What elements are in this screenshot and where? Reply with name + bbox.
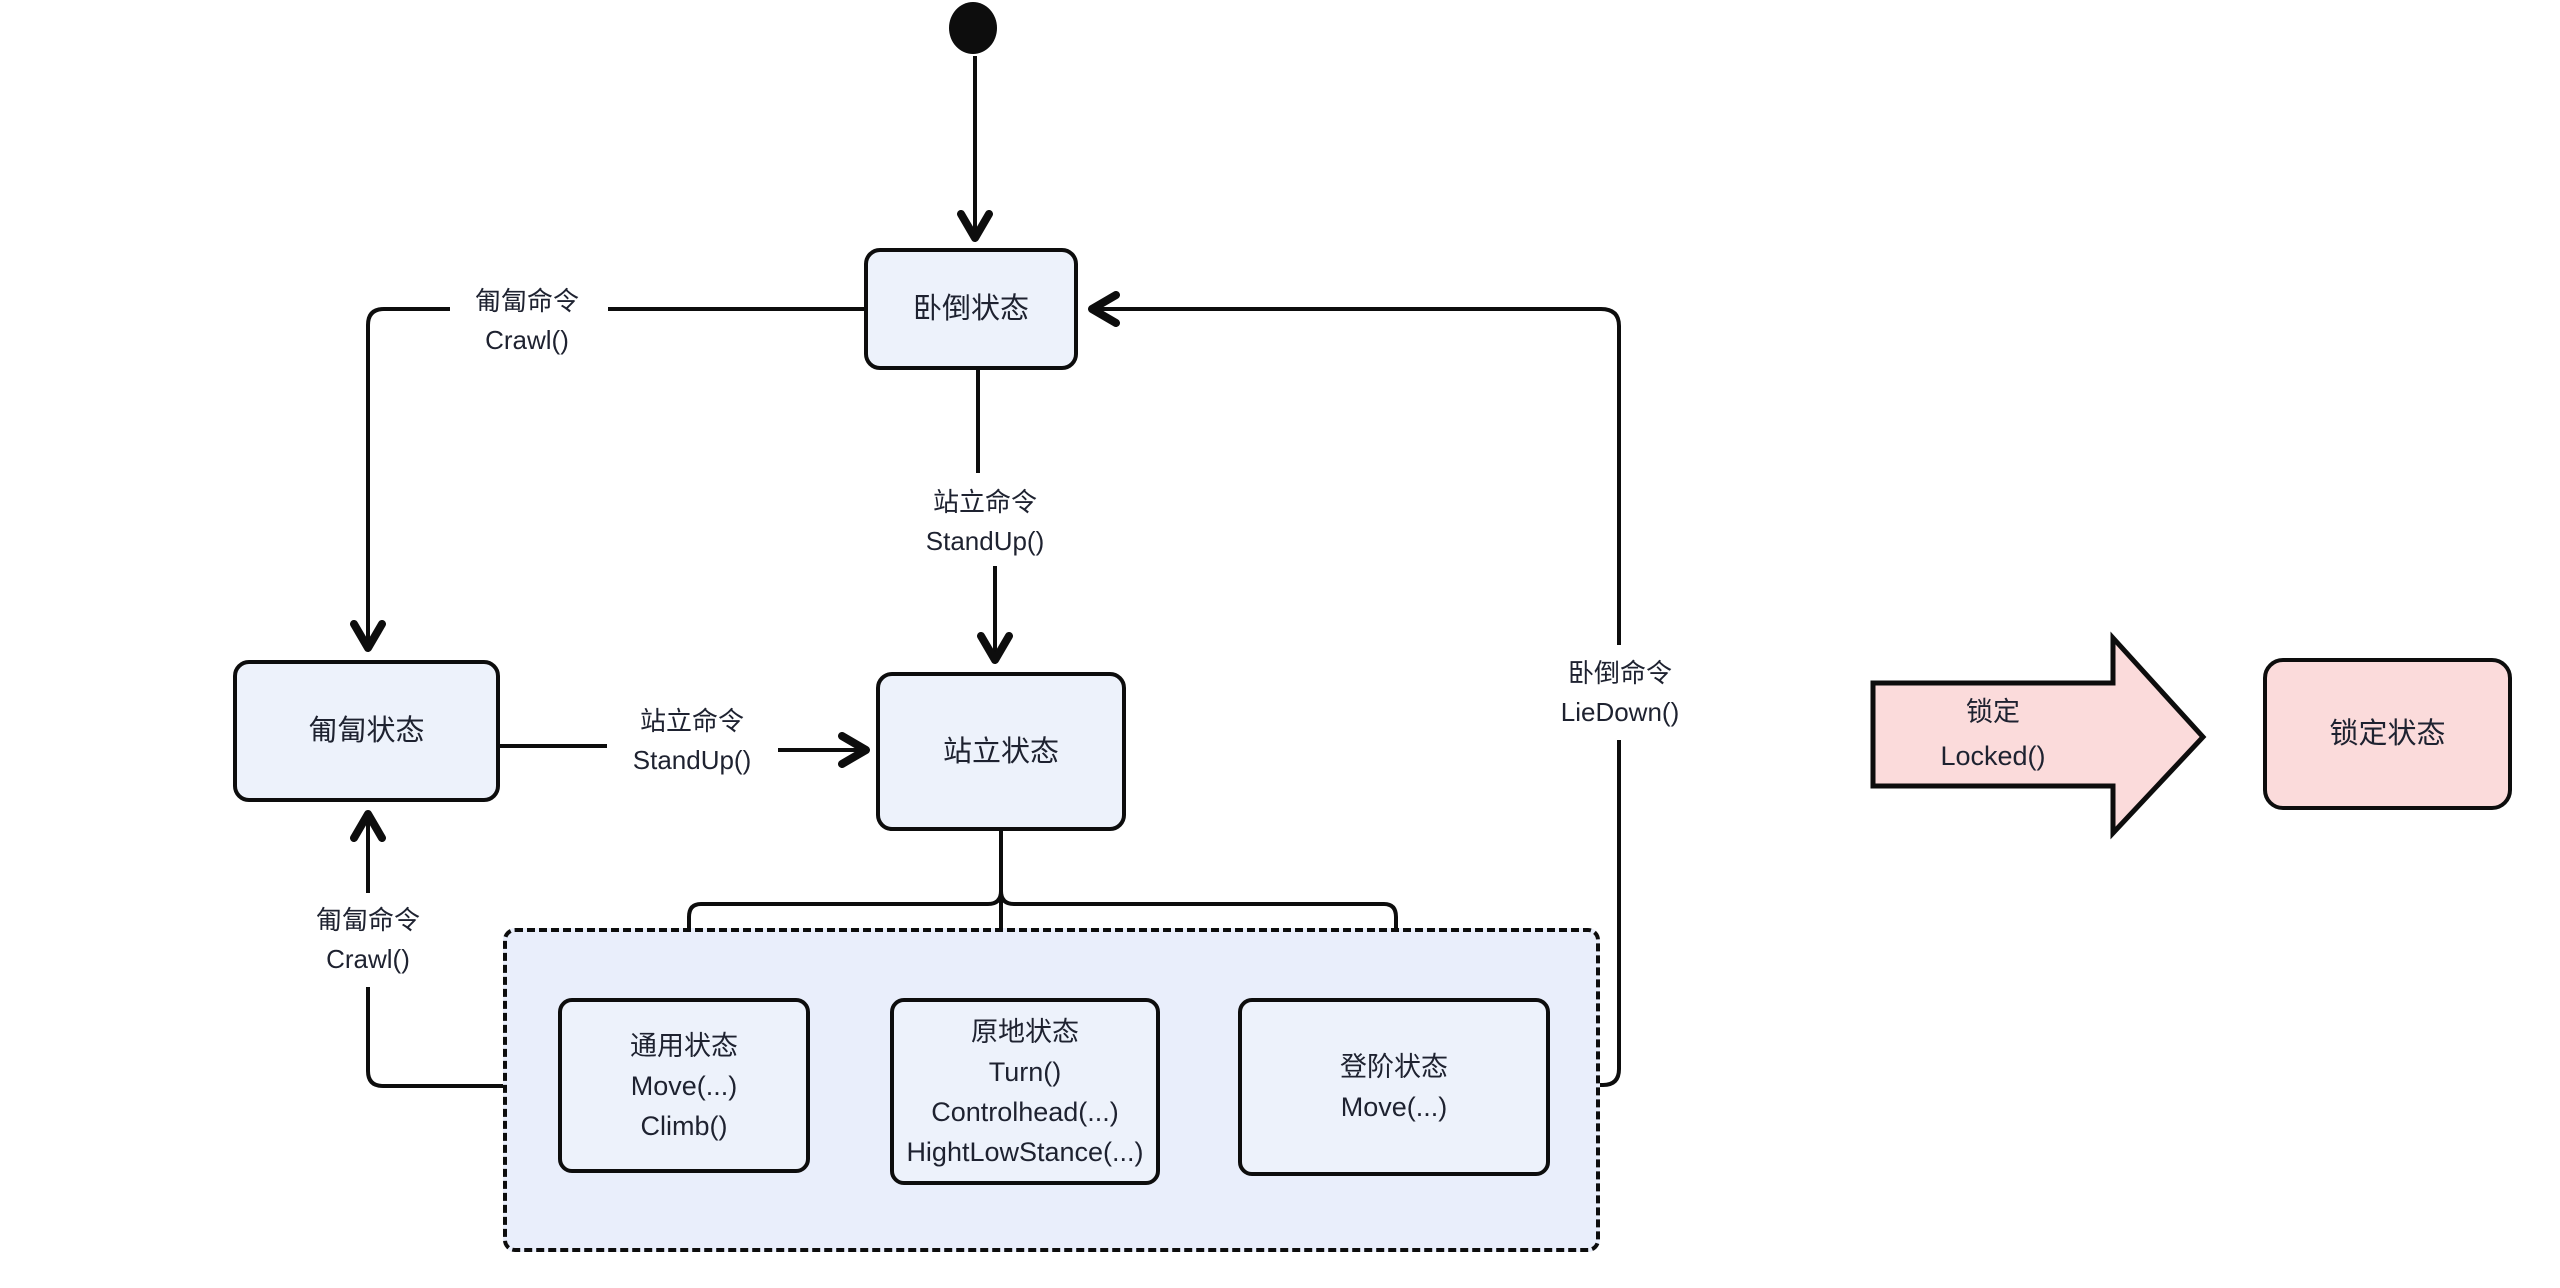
edge-stand-to-general [671, 890, 1003, 984]
state-stand: 站立状态 [876, 672, 1126, 831]
state-label: 卧倒状态 [912, 293, 1029, 325]
state-method: Turn() [988, 1056, 1062, 1087]
block-arrow-locked-label: 锁定 Locked() [1940, 697, 2046, 771]
edge-general-to-crawl-seg1 [366, 987, 558, 1088]
edge-label-crawl-command-bottom: 匍匐命令 Crawl() [315, 905, 420, 974]
state-method: HightLowStance(...) [906, 1136, 1144, 1167]
state-label: 原地状态 [971, 1016, 1079, 1047]
state-stairs: 登阶状态 Move(...) [1238, 998, 1550, 1176]
state-method: Climb() [640, 1110, 728, 1141]
state-locked: 锁定状态 [2263, 658, 2512, 810]
state-label: 登阶状态 [1340, 1052, 1448, 1082]
edge-stand-to-stairs [999, 890, 1414, 984]
edge-stairs-to-liedown-seg2 [1088, 291, 1621, 645]
state-label: 站立状态 [942, 735, 1059, 768]
state-crawl: 匍匐状态 [233, 660, 500, 802]
state-label: 锁定状态 [2329, 718, 2446, 750]
edge-label-standup-command-vertical: 站立命令 StandUp() [925, 487, 1045, 556]
edge-stairs-to-liedown-seg1 [1550, 740, 1621, 1087]
state-in-place: 原地状态 Turn() Controlhead(...) HightLowSta… [890, 998, 1160, 1185]
state-lie-down: 卧倒状态 [864, 248, 1078, 370]
block-arrow-locked [1870, 631, 2207, 840]
state-method: Move(...) [1340, 1092, 1448, 1122]
state-method: Move(...) [630, 1070, 738, 1101]
edge-label-standup-command-horizontal: 站立命令 StandUp() [632, 706, 752, 775]
state-label: 匍匐状态 [308, 715, 425, 747]
edge-label-crawl-command-top: 匍匐命令 Crawl() [474, 286, 579, 355]
state-label: 通用状态 [630, 1030, 738, 1061]
state-general: 通用状态 Move(...) Climb() [558, 998, 810, 1173]
initial-state-node [949, 2, 997, 54]
edge-liedown-to-crawl-seg2 [350, 307, 450, 652]
edge-label-liedown-command: 卧倒命令 LieDown() [1560, 658, 1680, 727]
state-method: Controlhead(...) [931, 1096, 1119, 1127]
